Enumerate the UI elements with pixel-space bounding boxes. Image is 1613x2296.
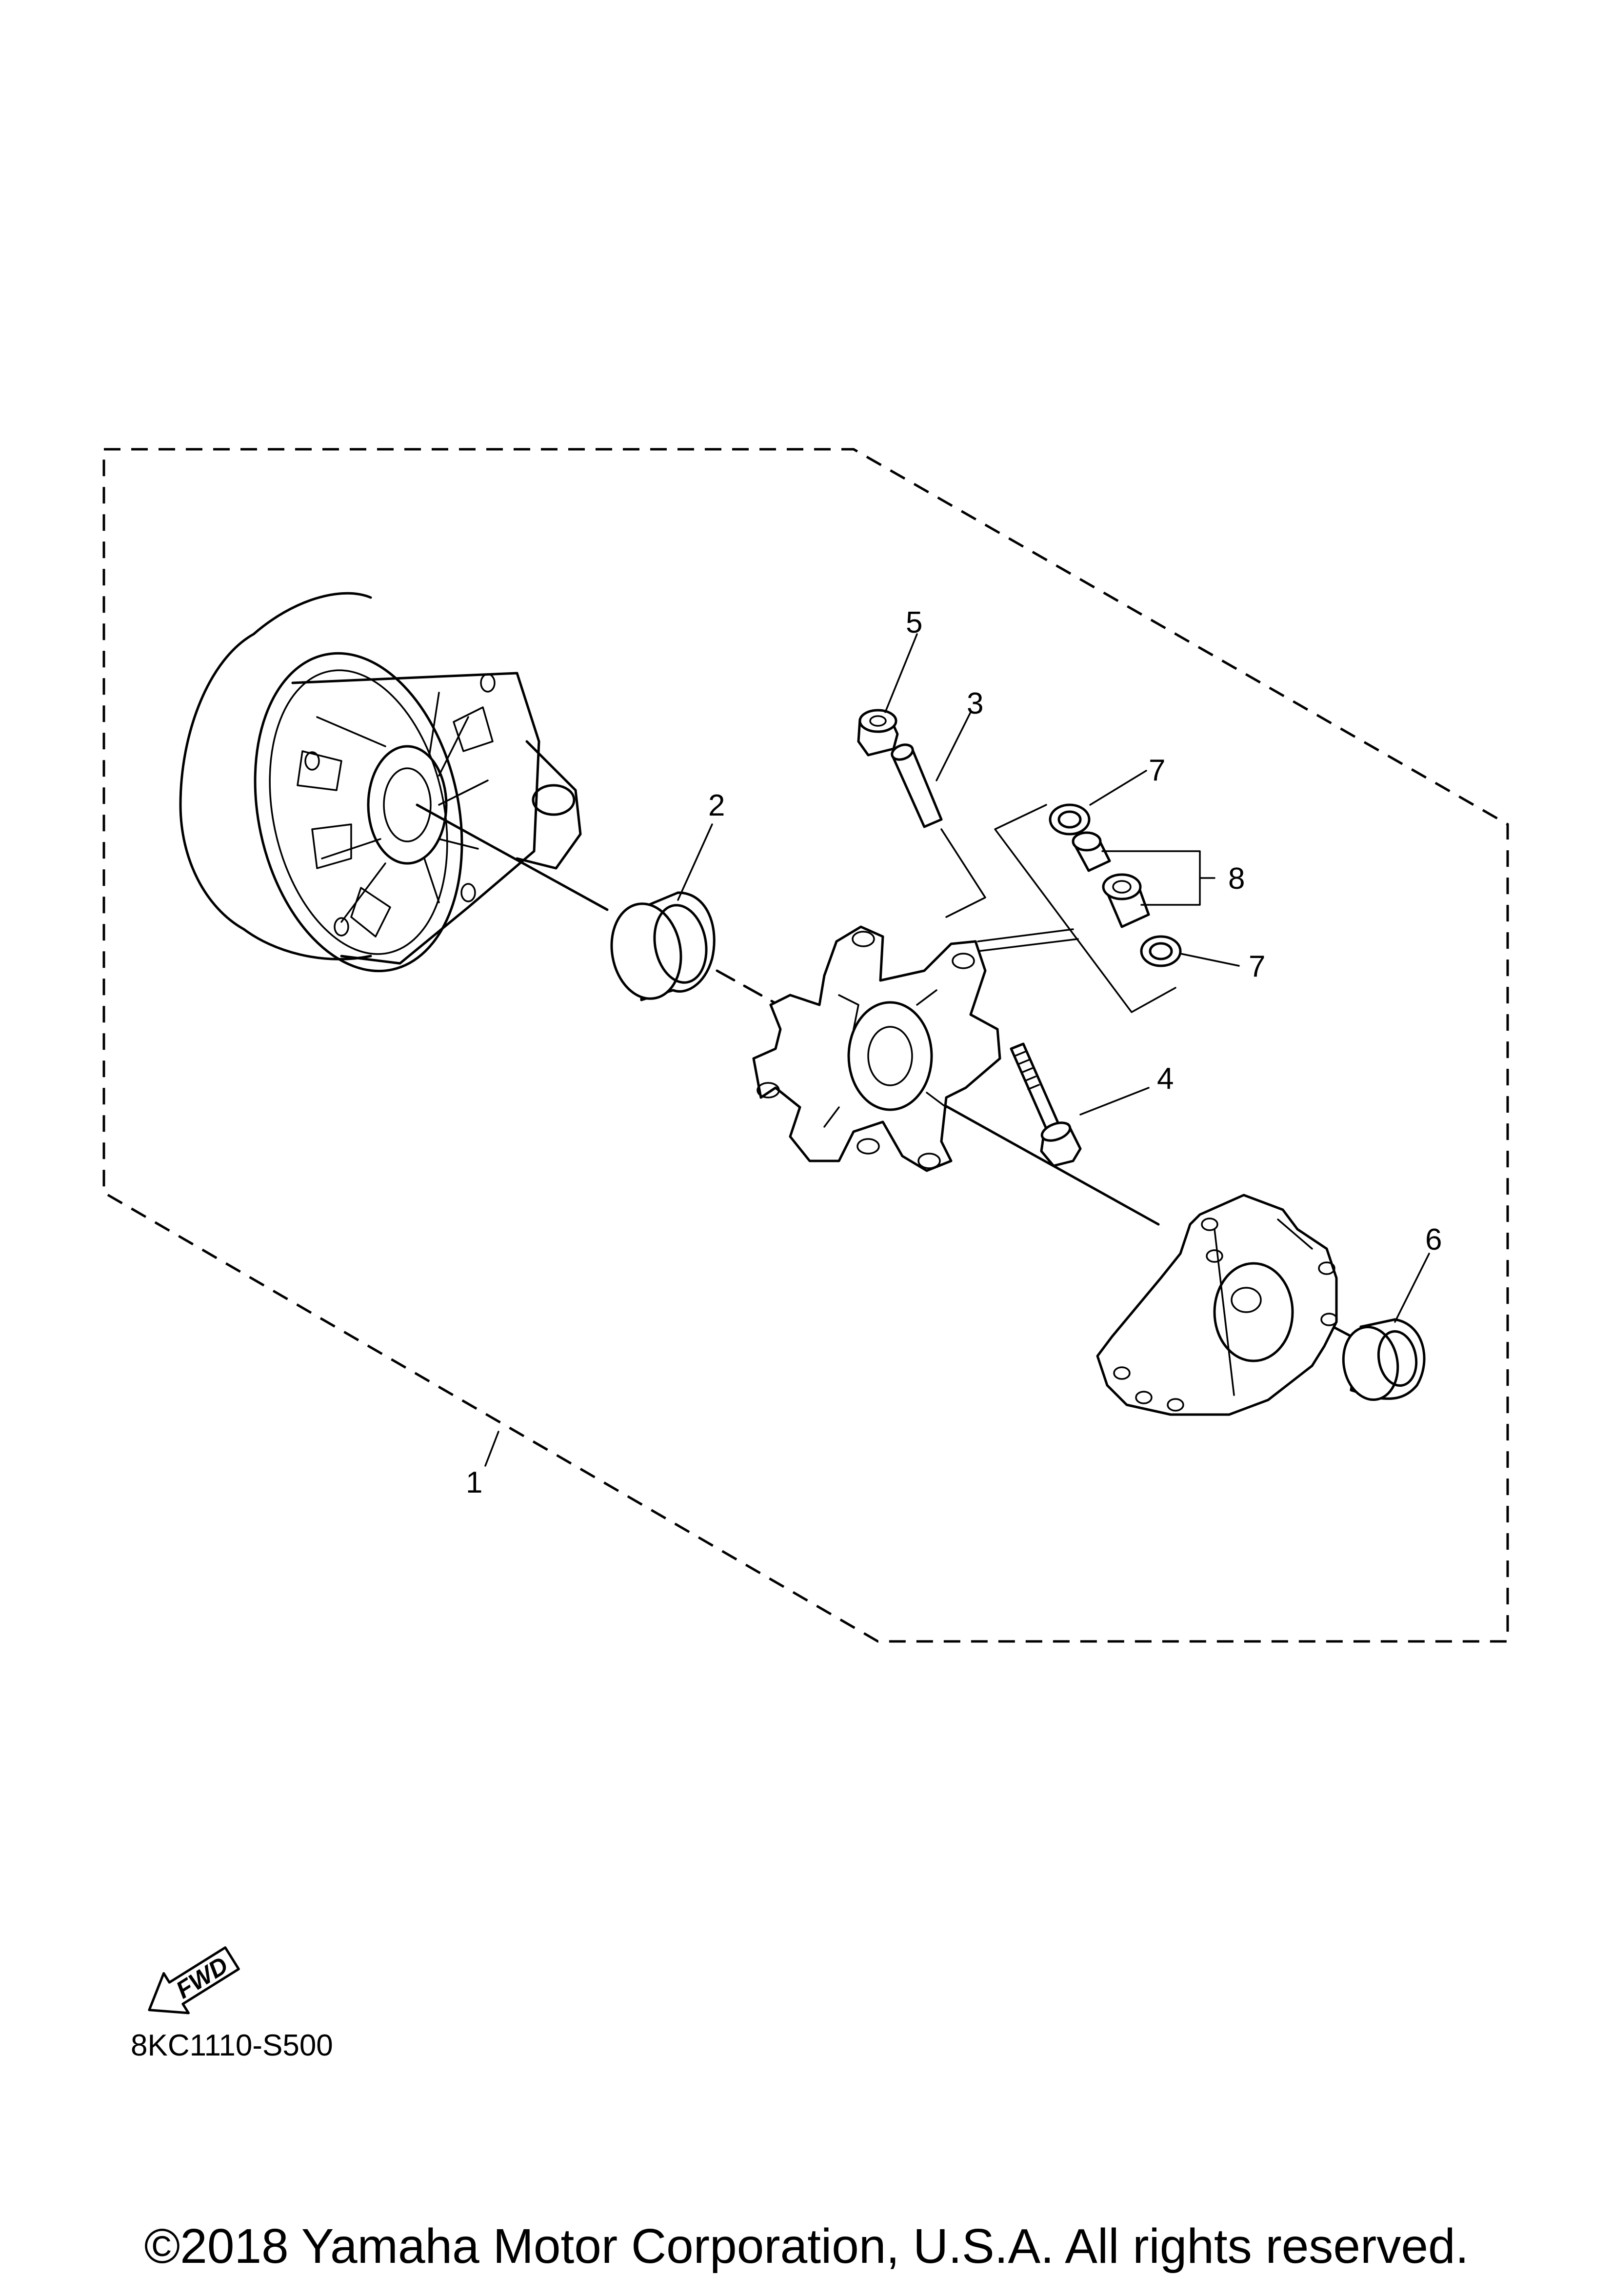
callout-1: 1: [466, 1466, 482, 1499]
callout-8: 8: [1228, 862, 1245, 896]
callout-2: 2: [708, 789, 725, 822]
assembly-boundary: [102, 448, 1509, 1643]
fwd-arrow-icon: FWD: [148, 1946, 240, 2015]
part-6-bearing: [1342, 1318, 1426, 1401]
leader-lines: [484, 633, 1430, 1467]
cover-plate: [1096, 1194, 1338, 1416]
callout-6: 6: [1425, 1223, 1442, 1257]
part-3-pin: [891, 743, 943, 828]
copyright-notice: ©2018 Yamaha Motor Corporation, U.S.A. A…: [144, 2219, 1469, 2274]
primary-sheave: [179, 592, 582, 973]
spider: [752, 925, 1001, 1172]
part-7-washer-upper: [1049, 803, 1091, 836]
part-7-washer-lower: [1140, 935, 1182, 967]
callout-5: 5: [906, 606, 922, 639]
part-8-bushing-a: [1072, 831, 1111, 872]
callout-7-upper: 7: [1149, 754, 1165, 787]
part-2-bearing: [610, 891, 716, 1001]
part-5-nut: [857, 709, 899, 757]
callout-3: 3: [967, 687, 983, 720]
part-4-bolt: [1010, 1042, 1082, 1167]
callout-7-lower: 7: [1249, 950, 1265, 983]
bracket-lines: [940, 804, 1215, 1013]
callout-4: 4: [1157, 1062, 1174, 1096]
diagram-code: 8KC1110-S500: [131, 2029, 333, 2062]
part-8-bushing-b: [1102, 873, 1150, 928]
